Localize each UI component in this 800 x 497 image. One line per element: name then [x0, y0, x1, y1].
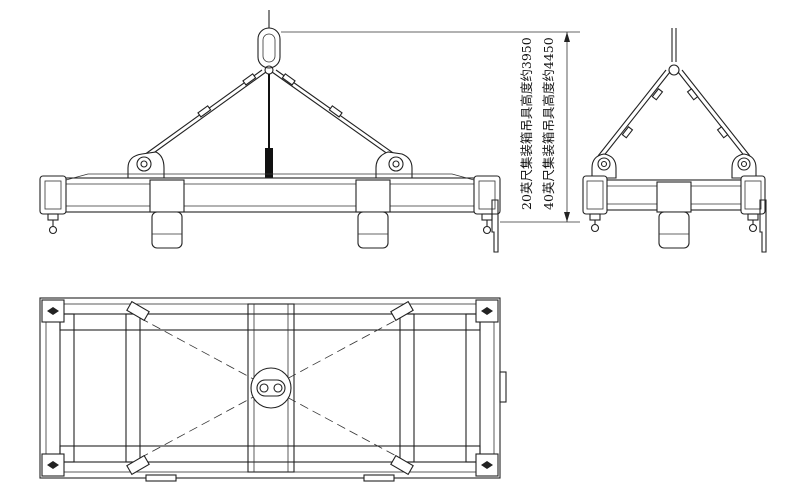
height-dimension: 20英尺集装箱吊具高度约3950 40英尺集装箱吊具高度约4450	[281, 31, 580, 223]
height-label-40ft: 40英尺集装箱吊具高度约4450	[541, 37, 556, 210]
central-chain-weight	[265, 148, 273, 178]
central-beam	[247, 303, 295, 473]
flipper	[491, 199, 499, 253]
front-elevation	[39, 10, 501, 253]
right-twistlock	[482, 225, 492, 235]
left-corner-box	[39, 175, 67, 215]
main-beam	[63, 177, 477, 213]
left-fork-shoe	[151, 211, 183, 249]
right-corner-box	[473, 175, 501, 215]
left-sling	[147, 71, 267, 158]
right-fork-shoe	[357, 211, 389, 249]
right-sling	[271, 71, 393, 158]
height-label-20ft: 20英尺集装箱吊具高度约3950	[519, 37, 534, 210]
plan-view	[39, 297, 507, 482]
left-twistlock	[48, 225, 58, 235]
side-elevation	[582, 28, 767, 253]
